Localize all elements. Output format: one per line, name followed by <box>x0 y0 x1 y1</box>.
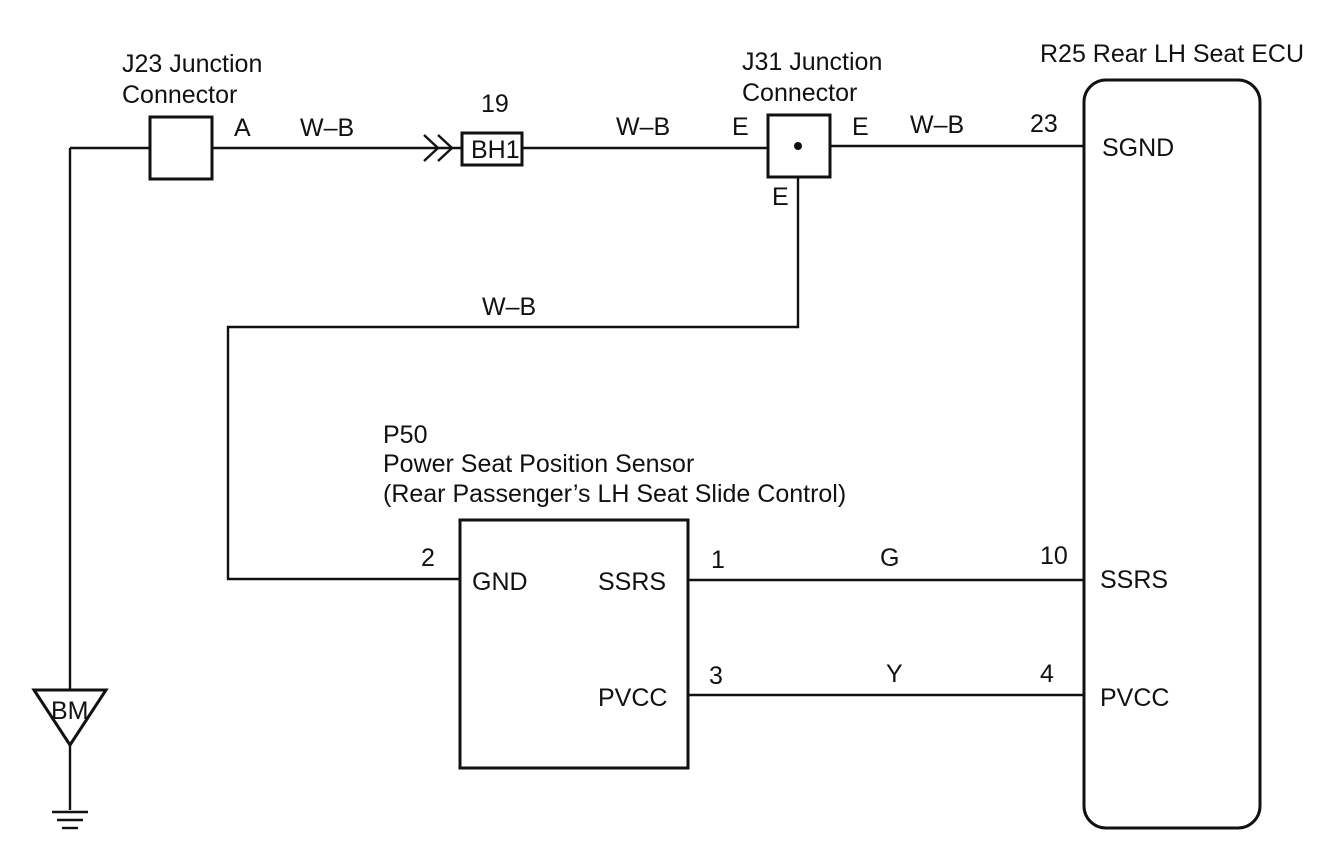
sensor-ssrs-label: SSRS <box>598 568 666 596</box>
j31-pin-in-label: E <box>732 113 749 141</box>
bm-ground-point: BM <box>31 688 109 830</box>
j31-junction-dot <box>794 142 802 150</box>
ecu-sgnd-label: SGND <box>1102 134 1174 162</box>
ecu-ssrs-label: SSRS <box>1100 566 1168 594</box>
j23-title-line1: J23 Junction <box>122 50 262 78</box>
j31-title-line2: Connector <box>742 79 857 107</box>
ecu-title: R25 Rear LH Seat ECU <box>1040 40 1304 68</box>
j23-title-line2: Connector <box>122 81 237 109</box>
wire-label-j31-sensor: W–B <box>482 293 536 321</box>
sensor-pvcc-label: PVCC <box>598 684 667 712</box>
wires <box>68 144 1086 810</box>
sensor-box <box>458 518 690 770</box>
sensor-gnd-label: GND <box>472 568 528 596</box>
wire-label-j23-bh1: W–B <box>300 114 354 142</box>
sensor-gnd-pin: 2 <box>421 544 435 572</box>
sensor-name: Power Seat Position Sensor <box>383 450 694 478</box>
ecu-box <box>1082 78 1262 830</box>
ecu-ssrs-pin: 10 <box>1040 542 1068 570</box>
bh1-connector: BH1 19 <box>423 90 524 167</box>
wire-label-bh1-j31: W–B <box>616 113 670 141</box>
bh1-pin-label: 19 <box>481 90 509 118</box>
p50-sensor: P50 Power Seat Position Sensor (Rear Pas… <box>383 421 846 770</box>
bh1-label: BH1 <box>471 136 520 164</box>
j23-connector-box <box>148 115 214 181</box>
sensor-code: P50 <box>383 421 427 449</box>
wire-j31-sensor-gnd <box>226 146 800 581</box>
j23-pin-label: A <box>234 114 251 142</box>
j23-junction-connector: J23 Junction Connector A <box>122 50 262 181</box>
bm-triangle-icon <box>31 688 109 748</box>
sensor-subtitle: (Rear Passenger’s LH Seat Slide Control) <box>383 480 846 508</box>
j31-pin-down-label: E <box>772 183 789 211</box>
bh1-chevron-icon <box>423 134 454 162</box>
ecu-pvcc-pin: 4 <box>1040 660 1054 688</box>
ground-icon <box>52 810 88 830</box>
j31-junction-connector: J31 Junction Connector E E E <box>732 48 882 211</box>
j31-pin-out-label: E <box>852 113 869 141</box>
r25-ecu: R25 Rear LH Seat ECU 23 SGND 10 SSRS 4 P… <box>1030 40 1304 830</box>
j31-title-line1: J31 Junction <box>742 48 882 76</box>
bm-label: BM <box>51 697 89 725</box>
wire-label-pvcc: Y <box>886 660 903 688</box>
wire-label-j31-ecu: W–B <box>910 111 964 139</box>
sensor-ssrs-pin: 1 <box>711 546 725 574</box>
sensor-pvcc-pin: 3 <box>709 662 723 690</box>
ecu-sgnd-pin: 23 <box>1030 110 1058 138</box>
ecu-pvcc-label: PVCC <box>1100 684 1169 712</box>
bh1-connector-box <box>460 131 524 167</box>
wire-label-ssrs: G <box>880 544 899 572</box>
